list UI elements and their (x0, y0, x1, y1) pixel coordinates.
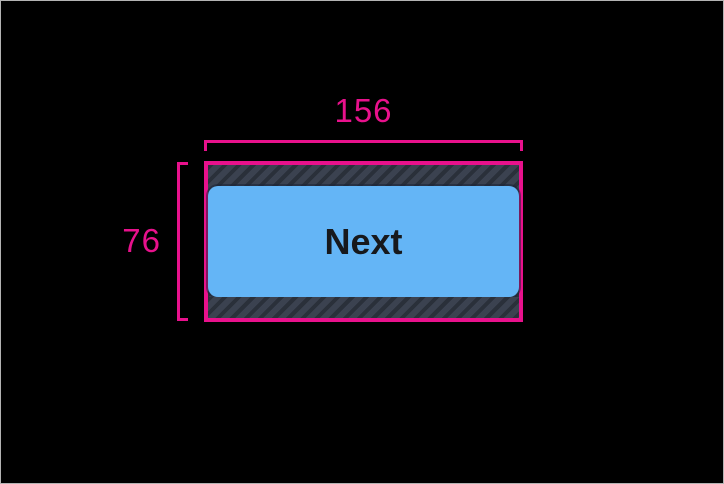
height-dimension-label: 76 (122, 222, 161, 259)
width-dimension-label: 156 (334, 92, 393, 129)
next-button[interactable]: Next (208, 186, 519, 297)
height-measurement-bracket (177, 162, 188, 321)
width-measurement-bracket (204, 140, 523, 151)
padding-hatch-bottom (208, 297, 519, 318)
touch-target-outline: Next (204, 161, 523, 322)
padding-hatch-top (208, 165, 519, 186)
